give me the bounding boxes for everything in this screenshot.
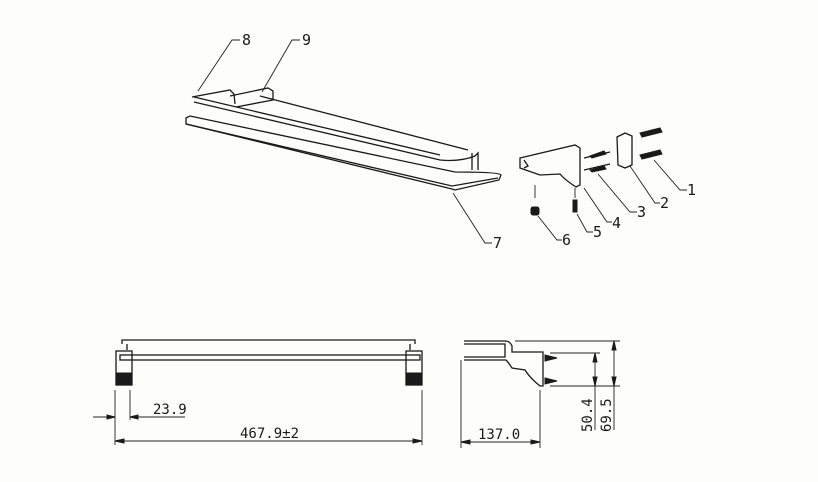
shelf-glass — [185, 115, 502, 191]
dim-overall-length: 467.9±2 — [240, 426, 299, 442]
dim-depth: 137.0 — [478, 427, 520, 443]
side-view — [464, 340, 558, 387]
dim-height: 69.5 — [599, 398, 615, 432]
bracket-exploded — [519, 127, 663, 216]
part-label-1: 1 — [687, 181, 696, 199]
part-label-7: 7 — [493, 234, 502, 252]
dim-hole-spacing: 50.4 — [580, 398, 596, 432]
part-labels: 8 9 7 6 5 4 3 2 1 — [242, 31, 696, 252]
dimension-lines — [93, 340, 620, 448]
part-label-4: 4 — [612, 214, 621, 232]
part-label-3: 3 — [637, 203, 646, 221]
part-label-2: 2 — [660, 194, 669, 212]
dimension-labels: 23.9 467.9±2 137.0 50.4 69.5 — [153, 398, 615, 443]
dim-offset: 23.9 — [153, 402, 187, 418]
rail-bar — [191, 87, 479, 170]
part-label-8: 8 — [242, 31, 251, 49]
part-label-5: 5 — [593, 223, 602, 241]
front-view — [115, 339, 423, 386]
leader-lines — [197, 39, 687, 244]
part-label-9: 9 — [302, 31, 311, 49]
part-label-6: 6 — [562, 231, 571, 249]
